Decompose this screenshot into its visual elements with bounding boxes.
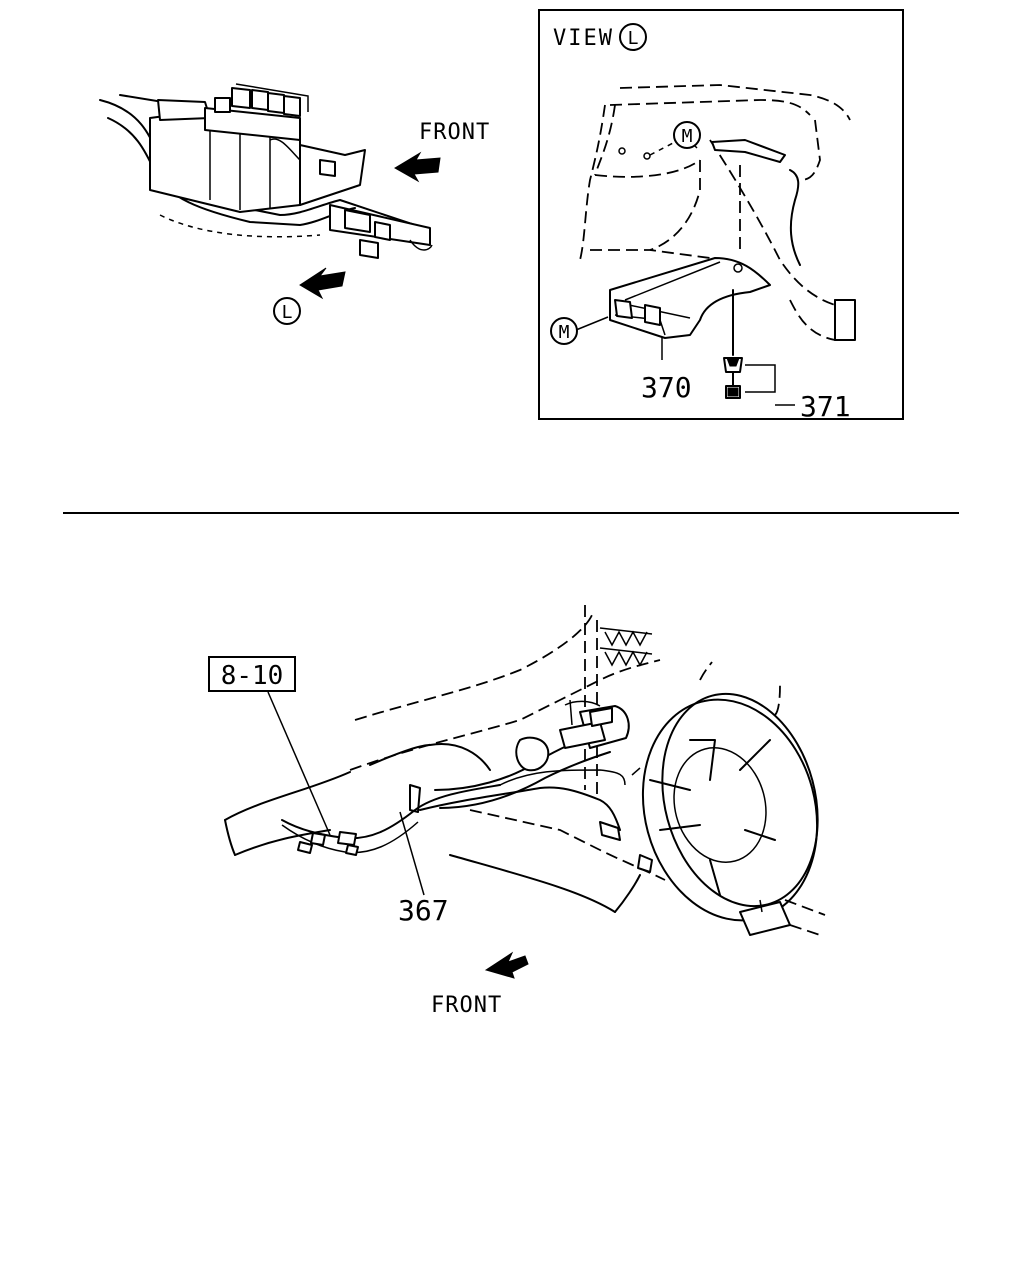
bracket-illustration [575,84,856,406]
ref-box-frame [208,656,296,692]
front-label-top: FRONT [419,120,490,145]
callout-m-upper-letter: M [682,126,693,147]
view-box-marker-letter: L [628,28,639,49]
view-box-title: VIEW [553,26,614,51]
view-l-arrow [299,267,346,300]
relay-box-illustration [99,83,433,259]
callout-m-lower: M [550,317,578,345]
view-l-marker-top-letter: L [282,302,293,323]
callout-m-lower-letter: M [559,322,570,343]
callout-m-upper: M [673,121,701,149]
harness-fan-illustration [224,605,826,936]
view-l-marker-top: L [273,297,301,325]
ref-box-label: 8-10 [221,661,284,691]
front-arrow-top [394,151,441,183]
part-number-367: 367 [398,894,449,927]
front-arrow-bottom [484,951,529,979]
front-label-bottom: FRONT [431,993,502,1018]
part-number-371: 371 [800,390,851,423]
view-box-frame [538,9,904,420]
part-number-370: 370 [641,371,692,404]
view-box-marker: L [619,23,647,51]
